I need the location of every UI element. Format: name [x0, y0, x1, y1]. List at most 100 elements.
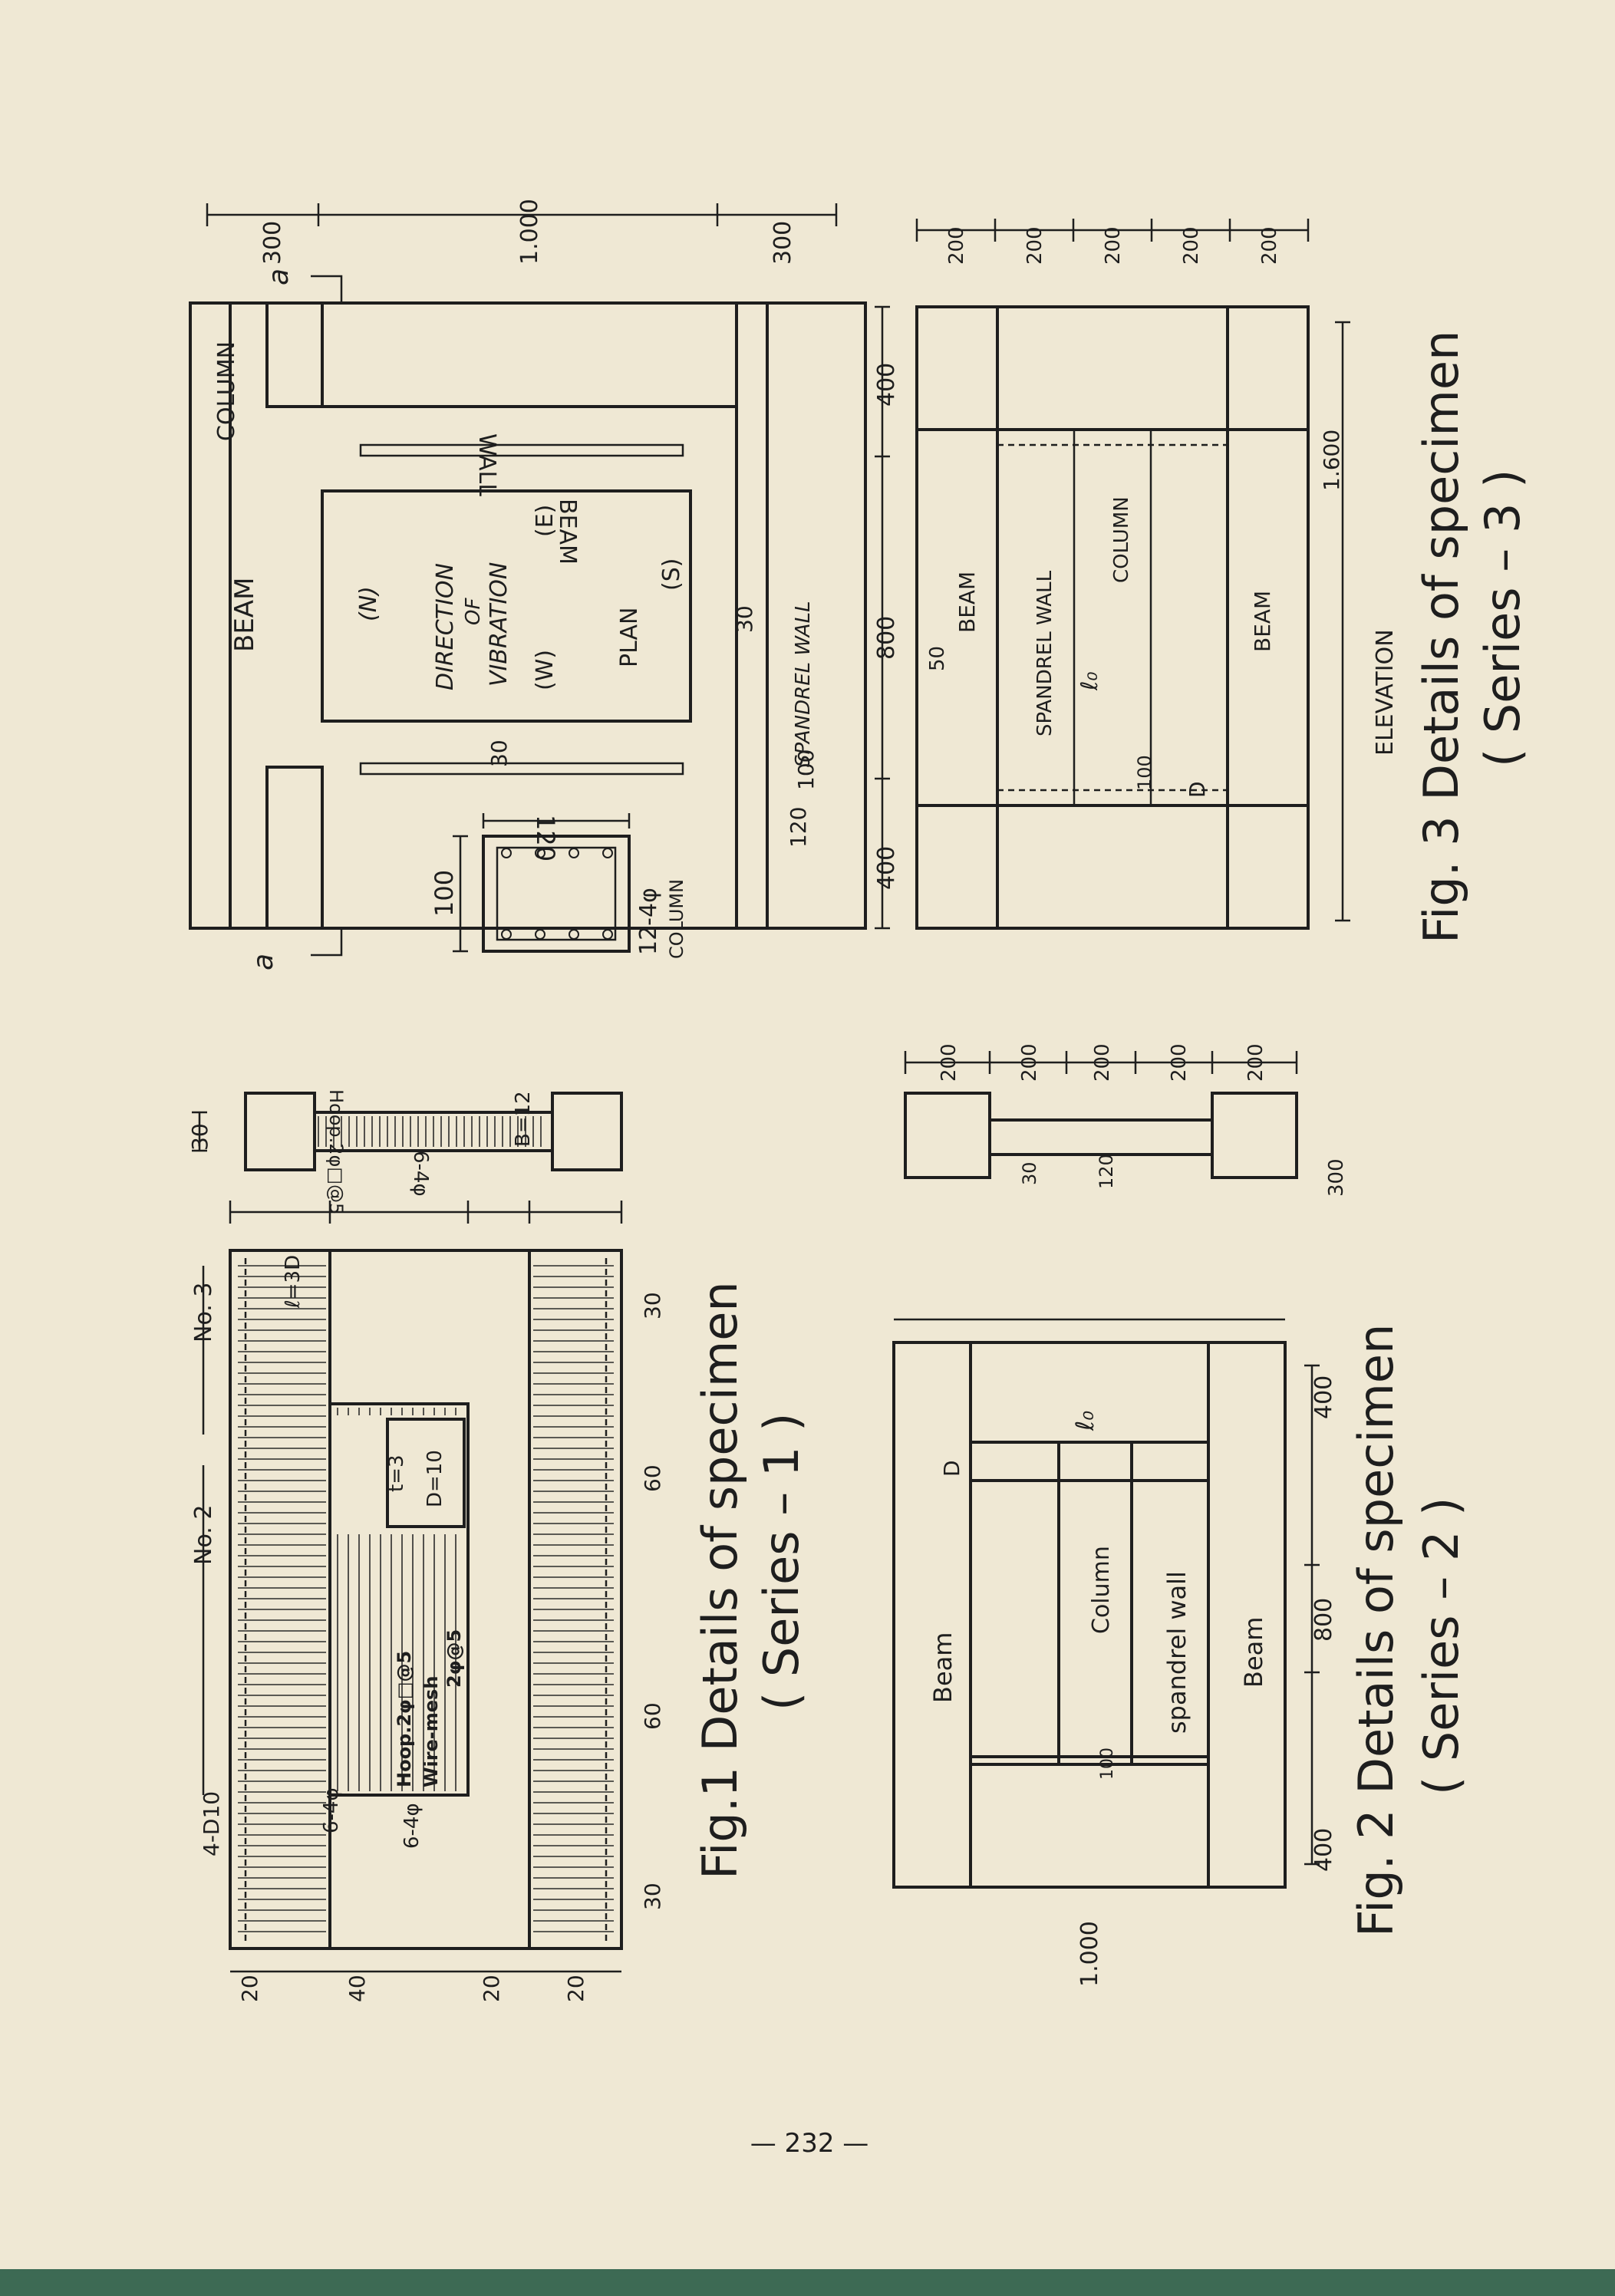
fig3-rebar-dot	[535, 929, 545, 940]
fig1-label-hoop: Hoop.2φ□@5	[394, 1651, 415, 1787]
fig3-label-e: (E)	[532, 505, 559, 537]
fig2-section-web	[988, 1118, 1214, 1156]
fig3-dim-120b: 120	[786, 807, 811, 848]
fig3-dim-100: 100	[430, 870, 459, 917]
fig3-elevation-center	[996, 428, 1229, 807]
fig3-label-vibration: VIBRATION	[486, 562, 513, 687]
fig3-elevation-frame	[915, 305, 1310, 930]
page-number: — 232 —	[750, 2128, 869, 2159]
fig2-sec-dim-200c: 200	[1091, 1043, 1114, 1082]
fig3-elev-dim-800: 800	[873, 616, 900, 660]
fig3-elev-label-100: 100	[1134, 755, 1155, 790]
fig2-label-spandrel: spandrel wall	[1162, 1571, 1191, 1734]
fig3-dim-100-line	[453, 835, 468, 953]
fig3-elev-label-50: 50	[926, 646, 949, 671]
fig2-label-beam-right: Beam	[1239, 1617, 1268, 1688]
fig1-dim-top-ticks	[229, 1201, 623, 1224]
fig3-elev-dim-1600: 1.600	[1319, 430, 1344, 491]
fig3-column-section-outer	[482, 835, 631, 953]
fig3-elevation-dashed	[997, 443, 1228, 792]
fig2-caption-line1: Fig. 2 Details of specimen	[1348, 1324, 1404, 1937]
fig3-elevation	[875, 219, 1350, 930]
fig3-dim-300a: 300	[259, 221, 286, 265]
fig2-specimen	[892, 1318, 1320, 1889]
fig3-label-a-left: a	[248, 954, 279, 970]
fig1-label-t: t=3	[385, 1454, 408, 1492]
fig1-dim-30b: 30	[640, 1292, 665, 1319]
fig3-label-n: (N)	[355, 586, 382, 621]
fig3-label-column: COLUMN	[213, 341, 240, 441]
fig3-rebar-dot	[569, 848, 579, 858]
fig1-dim-20c: 20	[563, 1975, 588, 2002]
fig3-label-rebar: 12-4φ	[635, 888, 662, 955]
fig1-label-no2: No. 2	[190, 1505, 217, 1565]
fig2-sec-dim-200e: 200	[1244, 1043, 1267, 1082]
fig3-elev-label-d: D	[1185, 781, 1210, 798]
fig2-sec-dim-200a: 200	[938, 1043, 961, 1082]
fig3-rebar-dot	[501, 848, 512, 858]
fig1-dashed-bars	[244, 1258, 608, 1941]
fig3-column-rebars	[501, 848, 613, 940]
fig2-dim-400a: 400	[1310, 1828, 1337, 1872]
fig3-dim-120-line	[482, 813, 631, 828]
fig2-sec-dim-300: 300	[1325, 1158, 1348, 1197]
fig1-section-web	[313, 1111, 554, 1152]
fig3-rebar-dot	[569, 929, 579, 940]
fig1-dim-20a: 20	[237, 1975, 262, 2002]
fig1-label-no3: No. 3	[190, 1283, 217, 1342]
fig3-plan-column-bottom	[265, 766, 324, 928]
fig3-elev-dim-400a: 400	[873, 363, 900, 407]
fig3-label-spandrel: SPANDREL WALL	[792, 601, 815, 767]
fig3-label-direction: DIRECTION	[432, 563, 459, 690]
fig3-plan-wall-strip-top	[359, 443, 684, 457]
fig1-dim-30a: 30	[640, 1883, 665, 1910]
fig1-label-wiremesh: Wire-mesh	[420, 1676, 442, 1787]
fig2-dim-800: 800	[1310, 1598, 1337, 1642]
fig3-rebar-dot	[602, 848, 613, 858]
fig1-section-top	[244, 1092, 316, 1171]
fig3-rebar-dot	[535, 848, 545, 858]
fig3-cut-a-top	[311, 275, 343, 303]
fig3-elev-label-beam-left: BEAM	[954, 572, 980, 633]
fig3-caption-line2: ( Series – 3 )	[1475, 469, 1531, 767]
fig3-rebar-dot	[602, 929, 613, 940]
fig3-label-s: (S)	[658, 558, 685, 591]
fig2-spandrel-lines	[971, 1479, 1208, 1758]
fig3-elev-dim-top-ticks	[875, 305, 890, 930]
fig3-plan-column-top	[265, 303, 324, 408]
fig1-section-hatch	[318, 1116, 542, 1147]
fig3-elev-dim-ticks	[915, 219, 1310, 242]
fig3-plan-frame	[189, 301, 867, 930]
fig1-label-6-4phi-a: 6-4φ	[320, 1787, 343, 1833]
fig1-frame	[229, 1249, 623, 1950]
fig2-label-beam-left: Beam	[928, 1632, 957, 1703]
fig3-caption-line1: Fig. 3 Details of specimen	[1413, 331, 1469, 944]
fig3-elev-label-l0: ℓ₀	[1076, 672, 1103, 691]
fig2-wall-zone	[969, 1441, 1210, 1766]
fig3-elev-dim-200a: 200	[945, 226, 968, 265]
fig2-label-column: Column	[1088, 1546, 1115, 1634]
fig1-dim-60a: 60	[640, 1702, 665, 1730]
fig3-dim-1000: 1.000	[516, 199, 543, 265]
fig1-label-wiremesh2: 2φ@5	[443, 1629, 465, 1688]
fig1-section-dim-30	[192, 1111, 207, 1152]
fig1-label-6-4phi-b: 6-4φ	[400, 1803, 424, 1849]
fig2-sec-dim-200d: 200	[1168, 1043, 1191, 1082]
fig3-label-w: (W)	[532, 650, 559, 690]
fig2-section-bottom	[1211, 1092, 1298, 1179]
fig1-specimen	[202, 1201, 623, 1973]
fig3-elev-dim-400b: 400	[873, 846, 900, 890]
fig3-cut-a-bottom	[311, 928, 343, 957]
fig3-dim-120a: 120	[531, 815, 560, 861]
fig3-elev-dim-200e: 200	[1258, 226, 1281, 265]
fig2-dim-side-ticks	[1304, 1364, 1320, 1866]
fig3-column-section	[453, 813, 631, 953]
fig3-label-beam: BEAM	[229, 578, 260, 652]
fig3-elev-dim-1600	[1335, 321, 1350, 922]
fig2-section-top	[904, 1092, 991, 1179]
fig1-label-b12: B=12	[512, 1091, 535, 1147]
fig3-label-plan: PLAN	[616, 608, 643, 667]
fig1-label-6-4phi-c: 6-4φ	[409, 1151, 432, 1197]
fig3-dim-ticks	[206, 203, 838, 226]
fig3-elev-label-elevation: ELEVATION	[1372, 629, 1399, 756]
